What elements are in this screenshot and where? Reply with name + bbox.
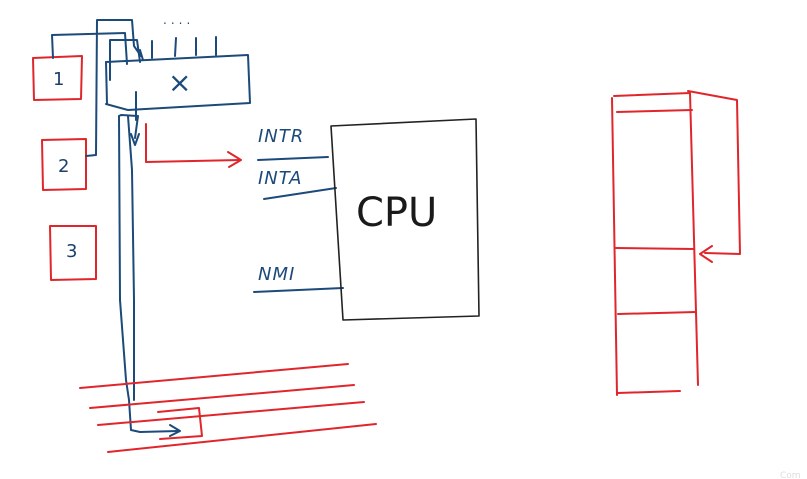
cpu-box: CPU — [330, 118, 480, 321]
device-box-1: 1 — [32, 55, 83, 101]
inta-label: INTA — [258, 168, 302, 189]
bus-wire — [118, 91, 181, 437]
vector-table — [611, 90, 741, 396]
device-3-label: 3 — [66, 241, 77, 262]
inta-line — [263, 187, 337, 200]
memory-lines — [79, 363, 377, 453]
nmi-label: NMI — [258, 264, 295, 285]
inta-overline — [257, 156, 329, 161]
device-wires — [51, 19, 142, 157]
device-2-label: 2 — [58, 156, 69, 177]
intr-arrow — [145, 123, 242, 168]
interrupt-controller: × .... — [105, 13, 251, 111]
device-1-label: 1 — [53, 69, 64, 90]
watermark: Com — [780, 471, 801, 479]
device-box-3: 3 — [49, 225, 97, 281]
controller-label: × — [168, 66, 191, 99]
intr-label: INTR — [258, 126, 304, 147]
device-box-2: 2 — [41, 138, 87, 191]
cpu-label: CPU — [356, 190, 437, 236]
controller-dots: .... — [163, 13, 194, 27]
nmi-line — [253, 287, 344, 293]
